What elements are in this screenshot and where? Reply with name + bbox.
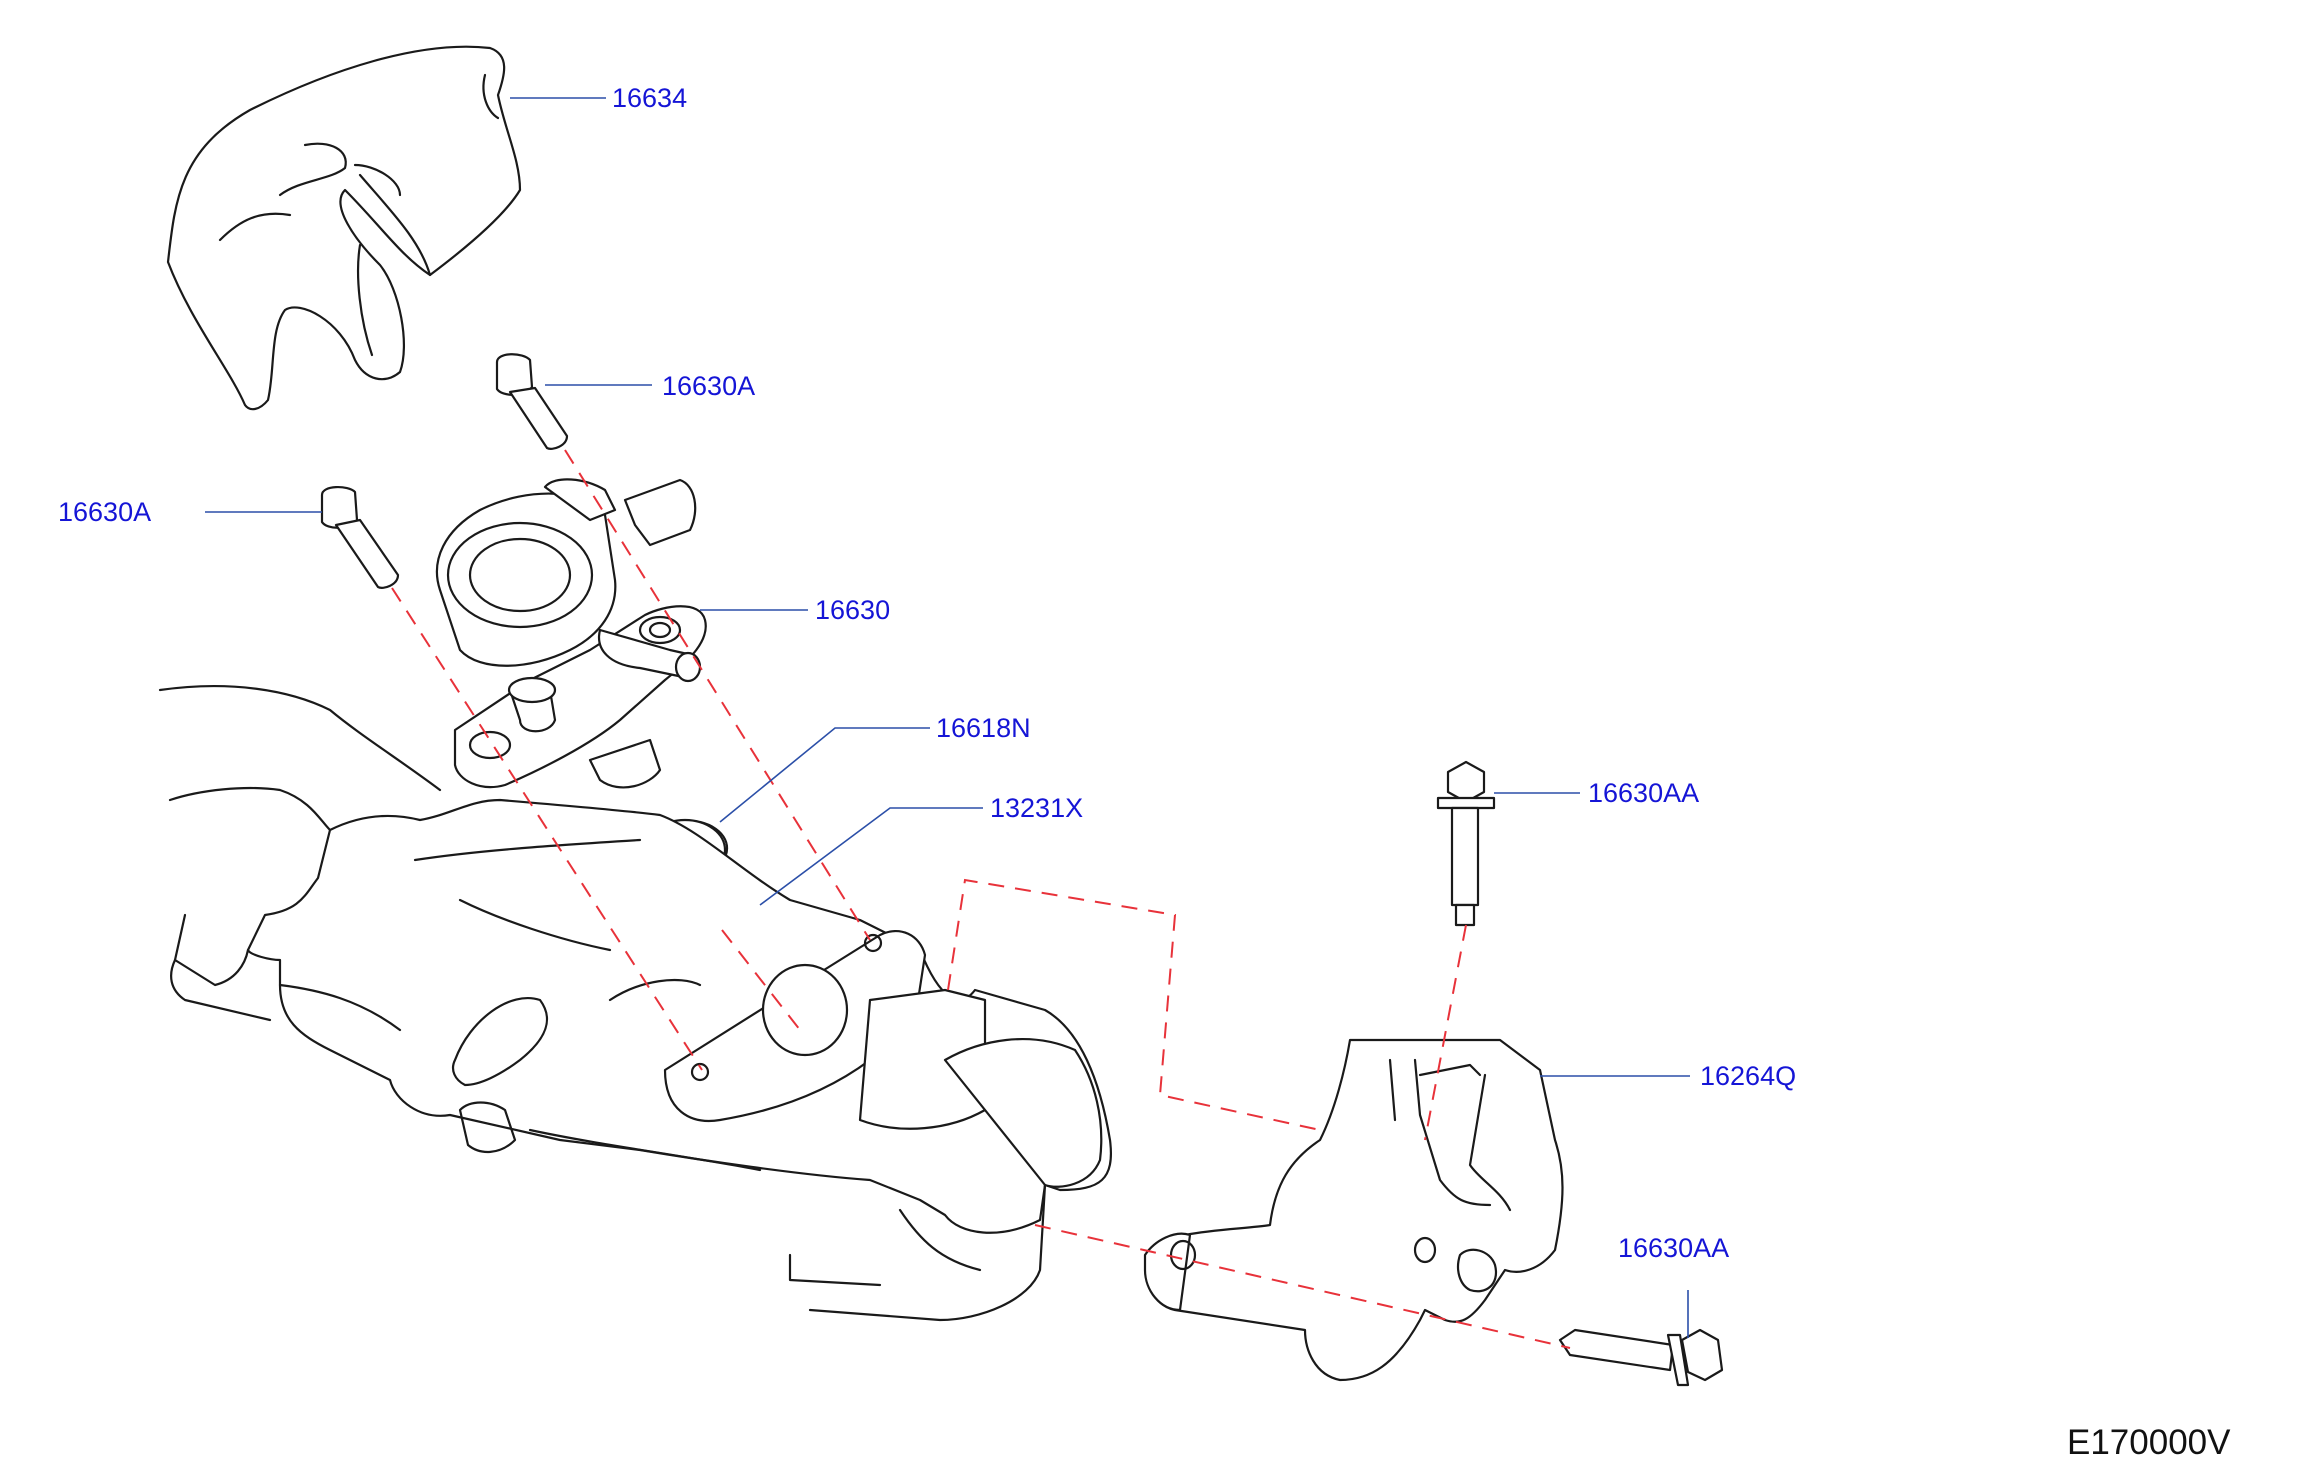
diagram-code: E170000V — [2067, 1423, 2231, 1462]
bolt-16630A-left — [320, 486, 400, 589]
callout-16630AA-bottom[interactable]: 16630AA — [1618, 1233, 1730, 1263]
callout-16630[interactable]: 16630 — [815, 595, 891, 625]
alignment-lines — [391, 449, 1571, 1349]
bolt-16630AA-bottom — [1558, 1328, 1724, 1387]
callout-16630AA-top[interactable]: 16630AA — [1588, 778, 1700, 808]
bolt-16630AA-top — [1436, 760, 1496, 927]
callout-16630A-top[interactable]: 16630A — [662, 371, 756, 401]
leader-lines — [205, 97, 1690, 1338]
fuel-pump-16630 — [435, 478, 707, 789]
bolt-16630A-top — [495, 353, 569, 450]
engine-housing — [158, 684, 1112, 1322]
insulator-cover-16634 — [166, 45, 522, 411]
callout-16630A-left[interactable]: 16630A — [58, 497, 152, 527]
bracket-16264Q — [1143, 1038, 1564, 1382]
callout-13231X[interactable]: 13231X — [990, 793, 1084, 823]
callout-16634[interactable]: 16634 — [612, 83, 688, 113]
callout-16264Q[interactable]: 16264Q — [1700, 1061, 1797, 1091]
callout-16618N[interactable]: 16618N — [936, 713, 1031, 743]
